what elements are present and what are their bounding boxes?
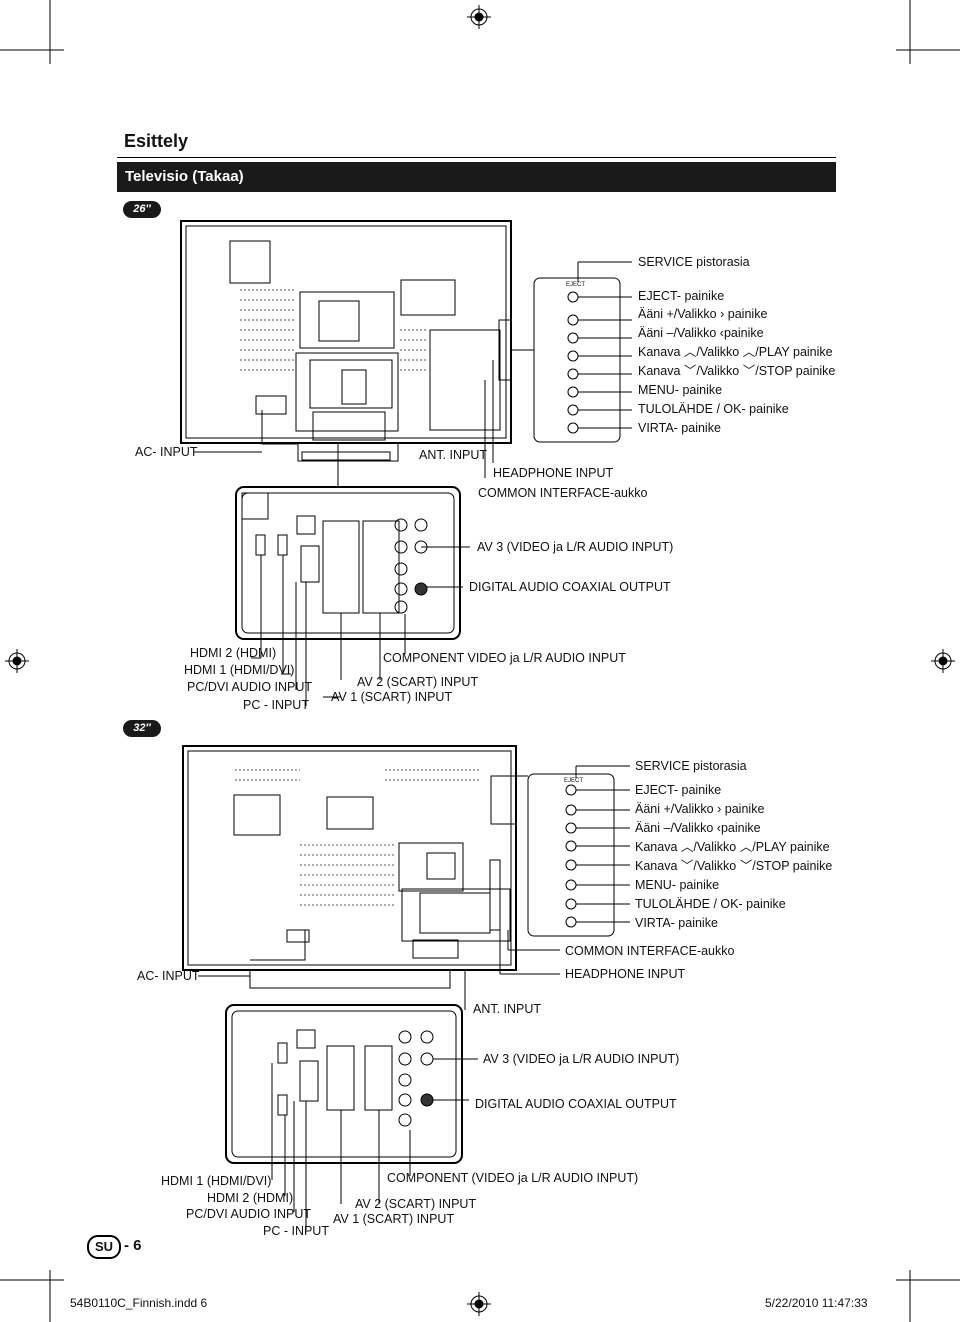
ac-input-label: AC- INPUT xyxy=(137,969,200,983)
chevron-down-icon: ﹀ xyxy=(739,859,753,873)
tv32-rear xyxy=(182,745,517,989)
av1-label: AV 1 (SCART) INPUT xyxy=(331,690,453,704)
tv32-grille xyxy=(235,769,480,906)
chevron-down-icon: ﹀ xyxy=(683,364,697,378)
eject-mini-label: EJECT xyxy=(566,282,586,288)
common-interface-label: COMMON INTERFACE-aukko xyxy=(478,486,648,500)
chevron-up-icon: ︿ xyxy=(742,345,756,359)
ch-up-label: Kanava ︿/Valikko ︿/PLAY painike xyxy=(635,840,830,854)
source-ok-label: TULOLÄHDE / OK- painike xyxy=(635,897,786,911)
registration-mark-left xyxy=(5,649,29,673)
tv26-rear xyxy=(180,220,512,462)
component-label: COMPONENT (VIDEO ja L/R AUDIO INPUT) xyxy=(387,1171,639,1185)
tv26-grille xyxy=(240,289,428,371)
tv26-button-panel xyxy=(533,261,632,443)
power-label: VIRTA- painike xyxy=(638,421,721,435)
hdmi2-label: HDMI 2 (HDMI) xyxy=(207,1191,294,1205)
vol-plus-label: Ääni +/Valikko › painike xyxy=(635,802,765,816)
panel32-connectors xyxy=(225,1004,463,1164)
av1-label: AV 1 (SCART) INPUT xyxy=(333,1212,455,1226)
size-badge-32: 32″ xyxy=(123,720,161,737)
size-badge-26: 26″ xyxy=(123,201,161,218)
service-socket-label: SERVICE pistorasia xyxy=(635,759,747,773)
ant-input-label: ANT. INPUT xyxy=(473,1002,542,1016)
chevron-right-icon: › xyxy=(717,802,722,816)
av3-label: AV 3 (VIDEO ja L/R AUDIO INPUT) xyxy=(483,1052,680,1066)
section-title: Esittely xyxy=(124,131,189,151)
hdmi1-label: HDMI 1 (HDMI/DVI) xyxy=(161,1174,272,1188)
component-label: COMPONENT VIDEO ja L/R AUDIO INPUT xyxy=(383,651,626,665)
ch-down-label: Kanava ﹀/Valikko ﹀/STOP painike xyxy=(638,364,836,378)
headphone-label: HEADPHONE INPUT xyxy=(493,466,614,480)
digital-audio-label: DIGITAL AUDIO COAXIAL OUTPUT xyxy=(469,580,671,594)
footer-date: 5/22/2010 11:47:33 xyxy=(765,1296,868,1310)
av3-label: AV 3 (VIDEO ja L/R AUDIO INPUT) xyxy=(477,540,674,554)
registration-mark-right xyxy=(931,649,955,673)
power-label: VIRTA- painike xyxy=(635,916,718,930)
vol-minus-label: Ääni –/Valikko ‹painike xyxy=(638,326,764,340)
hdmi2-label: HDMI 2 (HDMI) xyxy=(190,646,277,660)
hdmi1-label: HDMI 1 (HDMI/DVI) xyxy=(184,663,295,677)
ch-up-label: Kanava ︿/Valikko ︿/PLAY painike xyxy=(638,345,833,359)
pc-dvi-audio-label: PC/DVI AUDIO INPUT xyxy=(187,680,313,694)
registration-mark-top xyxy=(467,5,491,29)
pc-input-label: PC - INPUT xyxy=(243,698,309,712)
av2-label: AV 2 (SCART) INPUT xyxy=(357,675,479,689)
eject-label: EJECT- painike xyxy=(635,783,722,797)
ac-input-label: AC- INPUT xyxy=(135,445,198,459)
menu-label: MENU- painike xyxy=(635,878,720,892)
chevron-left-icon: ‹ xyxy=(719,326,724,340)
chevron-right-icon: › xyxy=(720,307,725,321)
service-socket-label: SERVICE pistorasia xyxy=(638,255,750,269)
chevron-up-icon: ︿ xyxy=(739,840,753,854)
av2-label: AV 2 (SCART) INPUT xyxy=(355,1197,477,1211)
registration-mark-bottom xyxy=(467,1292,491,1316)
title-divider xyxy=(117,157,836,158)
footer-filename: 54B0110C_Finnish.indd 6 xyxy=(70,1296,208,1310)
common-interface-label: COMMON INTERFACE-aukko xyxy=(565,944,735,958)
chevron-left-icon: ‹ xyxy=(716,821,721,835)
eject-label: EJECT- painike xyxy=(638,289,725,303)
pc-dvi-audio-label: PC/DVI AUDIO INPUT xyxy=(186,1207,312,1221)
vol-minus-label: Ääni –/Valikko ‹painike xyxy=(635,821,761,835)
eject-mini-label: EJECT xyxy=(564,778,584,784)
ch-down-label: Kanava ﹀/Valikko ﹀/STOP painike xyxy=(635,859,833,873)
page-number: - 6 xyxy=(124,1237,142,1254)
ant-input-label: ANT. INPUT xyxy=(419,448,488,462)
tv32-button-panel xyxy=(527,765,630,937)
vol-plus-label: Ääni +/Valikko › painike xyxy=(638,307,768,321)
chevron-down-icon: ﹀ xyxy=(680,859,694,873)
pc-input-label: PC - INPUT xyxy=(263,1224,329,1238)
panel26-connectors xyxy=(235,486,461,640)
chevron-up-icon: ︿ xyxy=(683,345,697,359)
language-badge: SU xyxy=(87,1235,121,1259)
menu-label: MENU- painike xyxy=(638,383,723,397)
digital-audio-label: DIGITAL AUDIO COAXIAL OUTPUT xyxy=(475,1097,677,1111)
section-bar: Televisio (Takaa) xyxy=(117,162,836,192)
chevron-down-icon: ﹀ xyxy=(742,364,756,378)
source-ok-label: TULOLÄHDE / OK- painike xyxy=(638,402,789,416)
chevron-up-icon: ︿ xyxy=(680,840,694,854)
headphone-label: HEADPHONE INPUT xyxy=(565,967,686,981)
